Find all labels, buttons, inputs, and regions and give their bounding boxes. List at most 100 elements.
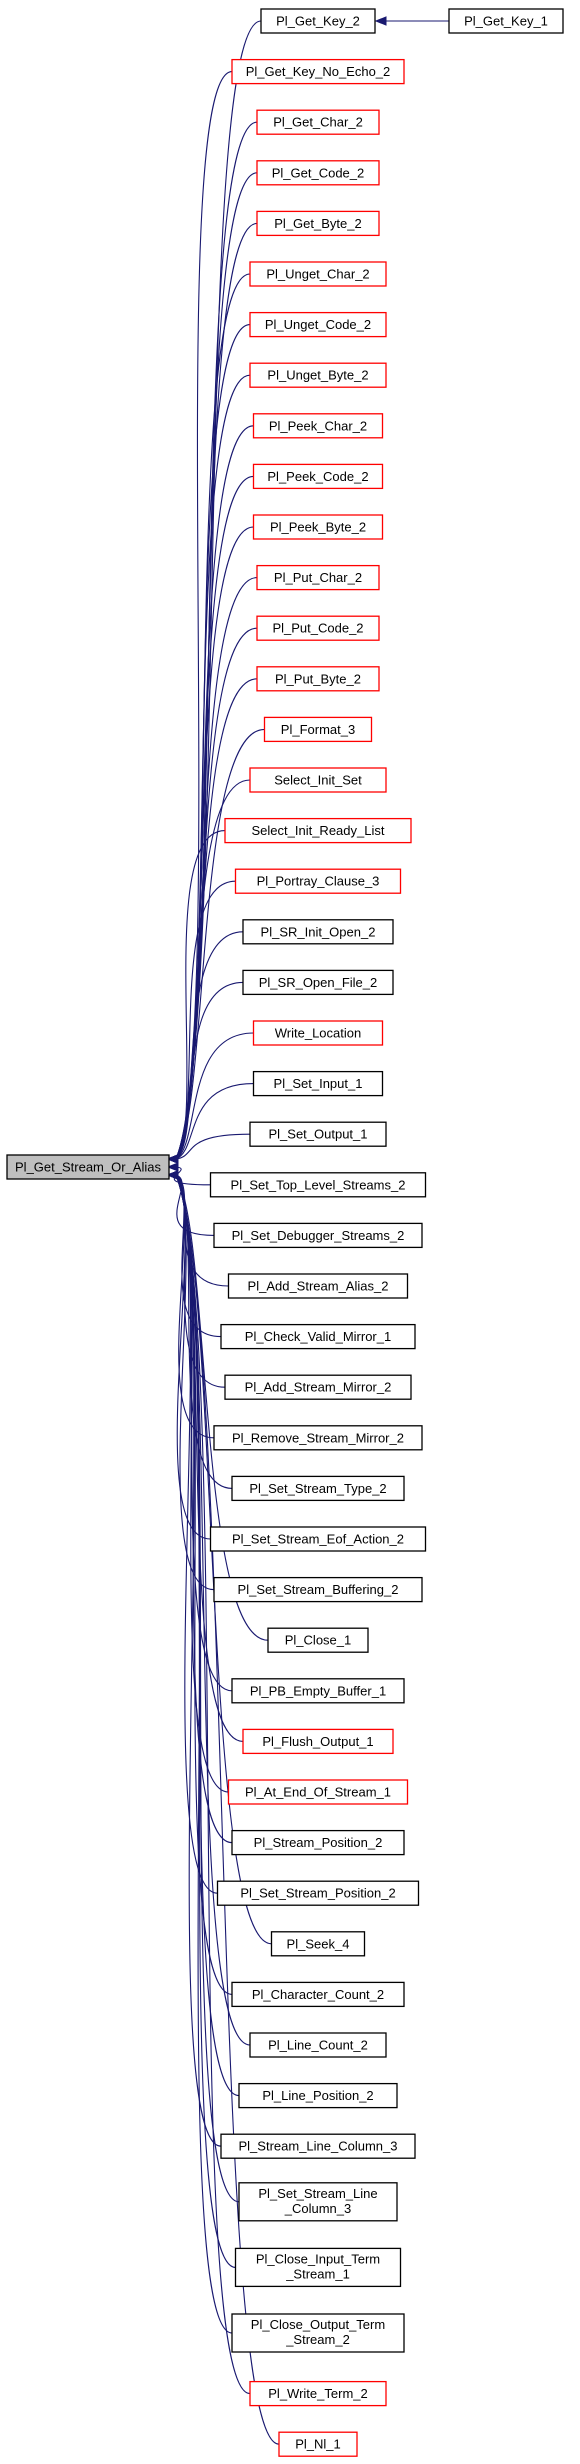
node-pl-set-top-level-streams-2[interactable]: Pl_Set_Top_Level_Streams_2 [209, 1172, 427, 1198]
node-pl-check-valid-mirror-1[interactable]: Pl_Check_Valid_Mirror_1 [220, 1323, 416, 1350]
node-pl-add-stream-mirror-2[interactable]: Pl_Add_Stream_Mirror_2 [224, 1374, 412, 1400]
node-box[interactable] [231, 1678, 405, 1704]
node-pl-put-code-2[interactable]: Pl_Put_Code_2 [256, 615, 380, 641]
node-box[interactable] [252, 1020, 384, 1046]
node-box[interactable] [242, 919, 394, 945]
node-box[interactable] [224, 817, 412, 844]
node-box[interactable] [242, 1728, 394, 1755]
node-pl-set-stream-type-2[interactable]: Pl_Set_Stream_Type_2 [231, 1475, 405, 1502]
node-box[interactable] [256, 160, 380, 186]
node-pl-line-position-2[interactable]: Pl_Line_Position_2 [238, 2082, 398, 2109]
node-pl-at-end-of-stream-1[interactable]: Pl_At_End_Of_Stream_1 [227, 1779, 409, 1805]
node-pl-sr-init-open-2[interactable]: Pl_SR_Init_Open_2 [242, 919, 394, 945]
node-pl-flush-output-1[interactable]: Pl_Flush_Output_1 [242, 1728, 394, 1755]
node-box[interactable] [448, 8, 564, 34]
node-box[interactable] [234, 868, 402, 894]
node-pl-set-stream-eof-action-2[interactable]: Pl_Set_Stream_Eof_Action_2 [209, 1526, 427, 1552]
node-box[interactable] [238, 2082, 398, 2109]
node-box[interactable] [231, 1829, 405, 1856]
node-box[interactable] [213, 1222, 423, 1249]
node-box[interactable] [224, 1374, 412, 1400]
node-pl-sr-open-file-2[interactable]: Pl_SR_Open_File_2 [242, 969, 394, 996]
node-pl-remove-stream-mirror-2[interactable]: Pl_Remove_Stream_Mirror_2 [213, 1425, 423, 1451]
node-box[interactable] [260, 8, 376, 34]
node-pl-set-output-1[interactable]: Pl_Set_Output_1 [249, 1121, 387, 1147]
node-pl-close-input-term-stream-1[interactable]: Pl_Close_Input_Term_Stream_1 [234, 2247, 402, 2288]
node-pl-unget-byte-2[interactable]: Pl_Unget_Byte_2 [249, 362, 387, 388]
node-pl-put-char-2[interactable]: Pl_Put_Char_2 [256, 564, 380, 591]
node-box[interactable] [252, 1070, 384, 1097]
node-box[interactable] [249, 2032, 387, 2058]
node-box[interactable] [252, 514, 384, 540]
node-pl-seek-4[interactable]: Pl_Seek_4 [270, 1931, 366, 1957]
node-pl-format-3[interactable]: Pl_Format_3 [263, 716, 373, 743]
node-box[interactable] [256, 615, 380, 641]
node-pl-portray-clause-3[interactable]: Pl_Portray_Clause_3 [234, 868, 402, 894]
node-box[interactable] [249, 362, 387, 388]
node-pl-peek-char-2[interactable]: Pl_Peek_Char_2 [252, 413, 384, 439]
node-write-location[interactable]: Write_Location [252, 1020, 384, 1046]
node-box[interactable] [213, 1576, 423, 1603]
node-box[interactable] [209, 1526, 427, 1552]
node-pl-put-byte-2[interactable]: Pl_Put_Byte_2 [256, 666, 380, 692]
node-box[interactable] [238, 2182, 398, 2222]
node-select-init-set[interactable]: Select_Init_Set [249, 767, 387, 793]
node-pl-get-key-2[interactable]: Pl_Get_Key_2 [260, 8, 376, 34]
node-box[interactable] [242, 969, 394, 996]
node-pl-set-debugger-streams-2[interactable]: Pl_Set_Debugger_Streams_2 [213, 1222, 423, 1249]
node-box[interactable] [249, 311, 387, 338]
node-box[interactable] [256, 210, 380, 237]
node-pl-stream-line-column-3[interactable]: Pl_Stream_Line_Column_3 [220, 2133, 416, 2159]
node-box[interactable] [249, 261, 387, 287]
node-box[interactable] [256, 109, 380, 135]
node-pl-get-code-2[interactable]: Pl_Get_Code_2 [256, 160, 380, 186]
node-pl-unget-code-2[interactable]: Pl_Unget_Code_2 [249, 311, 387, 338]
node-pl-get-key-no-echo-2[interactable]: Pl_Get_Key_No_Echo_2 [231, 58, 405, 85]
node-pl-close-output-term-stream-2[interactable]: Pl_Close_Output_Term_Stream_2 [231, 2313, 405, 2353]
node-box[interactable] [252, 463, 384, 490]
node-box[interactable] [263, 716, 373, 743]
node-box[interactable] [256, 564, 380, 591]
node-pl-pb-empty-buffer-1[interactable]: Pl_PB_Empty_Buffer_1 [231, 1678, 405, 1704]
node-box[interactable] [249, 2380, 387, 2407]
node-pl-set-input-1[interactable]: Pl_Set_Input_1 [252, 1070, 384, 1097]
node-box[interactable] [249, 767, 387, 793]
node-pl-write-term-2[interactable]: Pl_Write_Term_2 [249, 2380, 387, 2407]
node-pl-get-stream-or-alias[interactable]: Pl_Get_Stream_Or_Alias [6, 1154, 170, 1180]
node-pl-peek-byte-2[interactable]: Pl_Peek_Byte_2 [252, 514, 384, 540]
node-box[interactable] [252, 413, 384, 439]
node-box[interactable] [231, 1981, 405, 2008]
node-box[interactable] [216, 1880, 420, 1906]
node-box[interactable] [231, 2313, 405, 2353]
node-pl-close-1[interactable]: Pl_Close_1 [267, 1627, 369, 1653]
node-select-init-ready-list[interactable]: Select_Init_Ready_List [224, 817, 412, 844]
node-pl-set-stream-position-2[interactable]: Pl_Set_Stream_Position_2 [216, 1880, 420, 1906]
node-pl-set-stream-line-column-3[interactable]: Pl_Set_Stream_Line_Column_3 [238, 2182, 398, 2222]
node-box[interactable] [270, 1931, 366, 1957]
node-pl-get-byte-2[interactable]: Pl_Get_Byte_2 [256, 210, 380, 237]
node-box[interactable] [256, 666, 380, 692]
node-box[interactable] [234, 2247, 402, 2288]
node-pl-nl-1[interactable]: Pl_Nl_1 [278, 2431, 358, 2457]
node-box[interactable] [227, 1273, 409, 1299]
node-pl-line-count-2[interactable]: Pl_Line_Count_2 [249, 2032, 387, 2058]
node-pl-set-stream-buffering-2[interactable]: Pl_Set_Stream_Buffering_2 [213, 1576, 423, 1603]
node-box[interactable] [231, 1475, 405, 1502]
node-box[interactable] [220, 1323, 416, 1350]
node-box[interactable] [278, 2431, 358, 2457]
node-pl-get-char-2[interactable]: Pl_Get_Char_2 [256, 109, 380, 135]
node-pl-peek-code-2[interactable]: Pl_Peek_Code_2 [252, 463, 384, 490]
node-box[interactable] [209, 1172, 427, 1198]
node-pl-unget-char-2[interactable]: Pl_Unget_Char_2 [249, 261, 387, 287]
node-box[interactable] [267, 1627, 369, 1653]
node-pl-get-key-1[interactable]: Pl_Get_Key_1 [448, 8, 564, 34]
node-pl-character-count-2[interactable]: Pl_Character_Count_2 [231, 1981, 405, 2008]
node-pl-stream-position-2[interactable]: Pl_Stream_Position_2 [231, 1829, 405, 1856]
node-box[interactable] [213, 1425, 423, 1451]
node-box[interactable] [231, 58, 405, 85]
node-box[interactable] [6, 1154, 170, 1180]
node-box[interactable] [227, 1779, 409, 1805]
node-box[interactable] [220, 2133, 416, 2159]
node-box[interactable] [249, 1121, 387, 1147]
node-pl-add-stream-alias-2[interactable]: Pl_Add_Stream_Alias_2 [227, 1273, 409, 1299]
